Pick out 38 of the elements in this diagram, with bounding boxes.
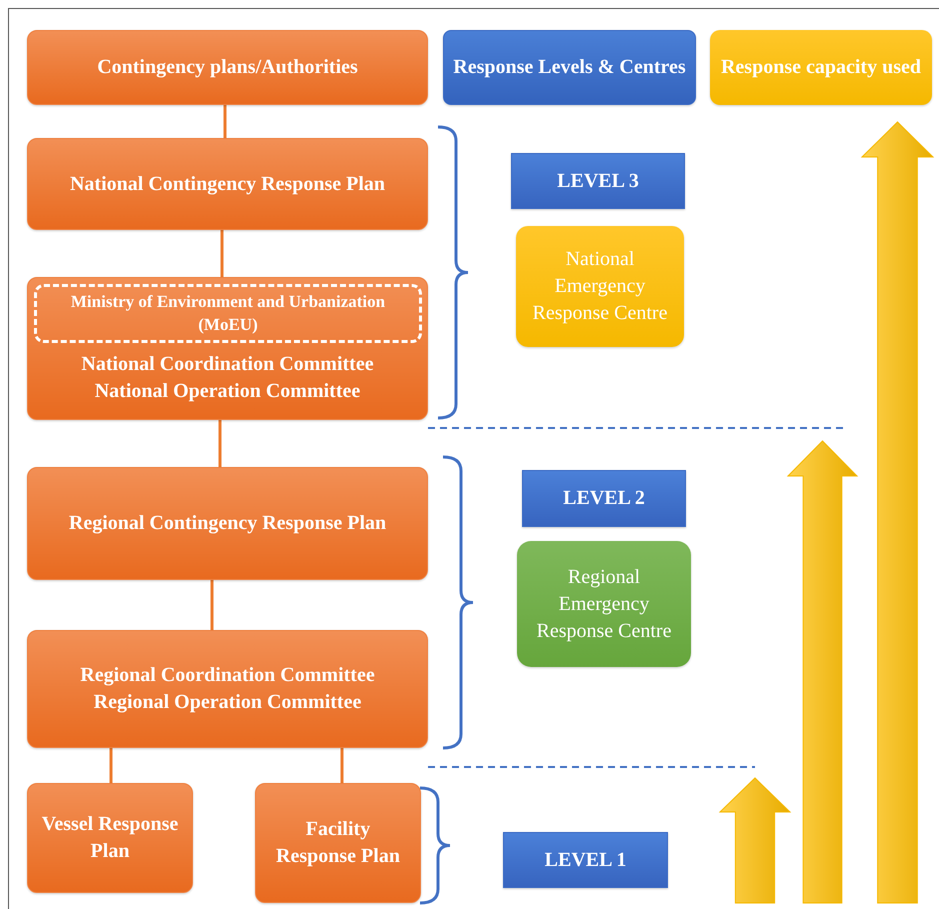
plan-box xyxy=(27,467,428,580)
box-label: National Operation Committee xyxy=(94,379,360,404)
box-label: Regional Operation Committee xyxy=(94,690,362,715)
connector-line xyxy=(210,580,214,630)
box-label: Regional Contingency Response Plan xyxy=(68,511,386,536)
header-box xyxy=(443,30,696,105)
plan-box xyxy=(27,783,193,893)
level-box xyxy=(522,470,686,527)
box-label: Response Levels & Centres xyxy=(453,55,686,80)
box-label: Response capacity used xyxy=(720,55,921,80)
committee-box xyxy=(27,277,428,420)
committee-box xyxy=(27,630,428,748)
box-label: Vessel Response Plan xyxy=(40,812,180,864)
centre-box xyxy=(516,226,684,347)
box-label: LEVEL 2 xyxy=(563,486,645,511)
level-box xyxy=(511,153,685,209)
box-label: Regional Emergency Response Centre xyxy=(536,564,672,644)
plan-box xyxy=(255,783,421,903)
box-label: Regional Coordination Committee xyxy=(80,663,375,688)
box-label: Facility Response Plan xyxy=(275,817,401,869)
connector-line xyxy=(220,230,224,277)
connector-line xyxy=(224,105,226,138)
box-label: LEVEL 1 xyxy=(544,848,626,872)
box-label: National Coordination Committee xyxy=(81,352,374,377)
centre-box xyxy=(517,541,691,667)
box-label: Ministry of Environment and Urbanization (MoEU) xyxy=(70,290,386,336)
connector-line xyxy=(340,748,344,783)
box-label: National Emergency Response Centre xyxy=(532,247,668,326)
level-box xyxy=(503,832,668,888)
header-box xyxy=(710,30,932,105)
plan-box xyxy=(27,30,428,105)
box-label: National Contingency Response Plan xyxy=(70,172,386,196)
box-label: LEVEL 3 xyxy=(557,168,639,194)
ministry-box xyxy=(34,284,422,343)
connector-line xyxy=(110,748,112,783)
box-label: Contingency plans/Authorities xyxy=(97,55,358,80)
plan-box xyxy=(27,138,428,230)
connector-line xyxy=(218,420,222,467)
